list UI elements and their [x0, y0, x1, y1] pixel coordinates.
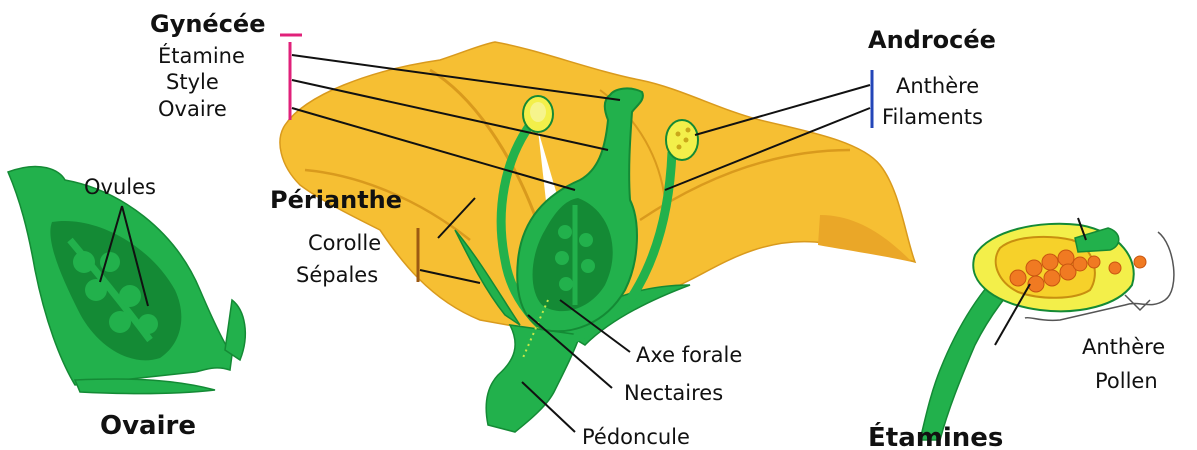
pistil-ovule-1 — [558, 225, 572, 239]
ovary-spur-bottom — [75, 379, 215, 394]
pistil-ovule-3 — [555, 251, 569, 265]
label-ovaire: Ovaire — [158, 97, 227, 121]
right-anther-pollen-1 — [676, 132, 681, 137]
right-anther-pollen-4 — [686, 128, 691, 133]
label-pedoncule: Pédoncule — [582, 425, 690, 449]
pistil-ovule-5 — [559, 277, 573, 291]
pollen-grain-9 — [1088, 256, 1100, 268]
label-anthere: Anthère — [896, 74, 979, 98]
ovary-ovule-4 — [119, 285, 141, 307]
pollen-grain-2 — [1026, 260, 1042, 276]
ovary-detail — [8, 167, 245, 394]
pollen-grain-8 — [1073, 257, 1087, 271]
stamen-bracket-notch — [1125, 295, 1150, 310]
pistil-ovule-4 — [581, 259, 595, 273]
label-etamines-title: Étamines — [868, 421, 1003, 450]
ovary-ovule-6 — [138, 314, 158, 334]
label-sepales: Sépales — [296, 263, 378, 287]
label-anthere-detail: Anthère — [1082, 335, 1165, 359]
label-perianthe: Périanthe — [270, 186, 402, 214]
ovary-spur-right — [225, 300, 245, 360]
label-nectaires: Nectaires — [624, 381, 723, 405]
label-androcee: Androcée — [868, 26, 996, 54]
label-gynecee: Gynécée — [150, 10, 266, 38]
stamen-detail — [920, 218, 1174, 440]
label-filaments: Filaments — [882, 105, 983, 129]
ovary-ovule-3 — [85, 279, 107, 301]
pollen-grain-3 — [1042, 254, 1058, 270]
right-anther — [666, 120, 698, 160]
label-pollen: Pollen — [1095, 369, 1158, 393]
ovary-ovule-5 — [109, 311, 131, 333]
label-style: Style — [166, 70, 219, 94]
right-anther-pollen-3 — [677, 145, 682, 150]
pollen-grain-11 — [1134, 256, 1146, 268]
right-anther-pollen-2 — [684, 138, 689, 143]
label-axe-forale: Axe forale — [636, 343, 742, 367]
label-ovules: Ovules — [84, 175, 156, 199]
label-ovaire-title: Ovaire — [100, 411, 196, 441]
pollen-grain-6 — [1044, 270, 1060, 286]
pollen-grain-1 — [1010, 270, 1026, 286]
ovary-ovule-1 — [73, 251, 95, 273]
stem — [486, 325, 580, 432]
left-anther-inner — [530, 102, 546, 122]
pistil-ovule-2 — [579, 233, 593, 247]
pollen-grain-10 — [1109, 262, 1121, 274]
label-etamine: Étamine — [158, 43, 245, 68]
label-corolle: Corolle — [308, 231, 381, 255]
pollen-grain-4 — [1058, 250, 1074, 266]
pollen-grain-5 — [1028, 276, 1044, 292]
